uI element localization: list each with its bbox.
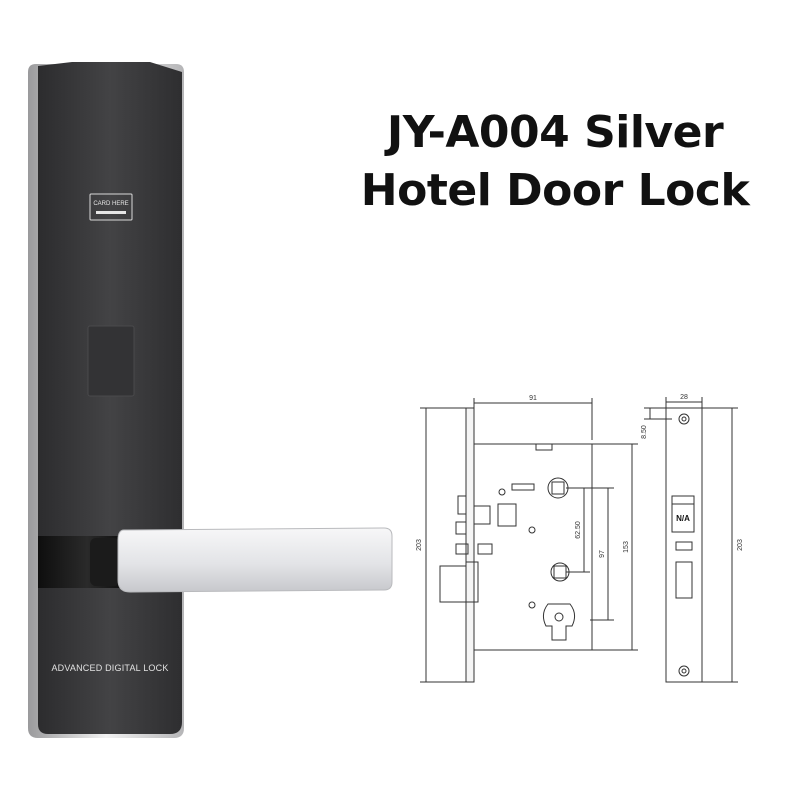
spindle-hole-top (547, 477, 569, 499)
dim-91: 91 (529, 395, 537, 402)
key-cover (87, 325, 135, 397)
dim-203-left: 203 (416, 539, 423, 551)
faceplate-drawing (644, 397, 738, 683)
mortise-dimension-labels: 91 203 62.50 97 153 (416, 395, 630, 558)
mortise-drawing (420, 398, 638, 683)
dim-62-50: 62.50 (575, 521, 582, 539)
faceplate-dimension-labels: 28 8.50 203 N/A (641, 394, 744, 551)
card-slot-indicator (96, 211, 126, 214)
card-here-label: CARD HERE (93, 201, 128, 207)
na-label: N/A (676, 514, 690, 523)
lock-panel: CARD HERE ADVANCED DIGITAL LOCK (28, 62, 393, 738)
dim-153: 153 (623, 541, 630, 553)
advanced-digital-lock-label: ADVANCED DIGITAL LOCK (51, 663, 168, 673)
dim-8-50: 8.50 (641, 425, 648, 439)
deadbolt (439, 565, 467, 603)
cylinder-hole (542, 603, 576, 641)
handle-rose (90, 538, 120, 586)
panel-face (38, 62, 182, 734)
product-title: JY-A004 Silver Hotel Door Lock (330, 104, 780, 220)
dim-28: 28 (680, 394, 688, 401)
title-line-2: Hotel Door Lock (360, 165, 750, 216)
lever-handle[interactable] (117, 527, 393, 593)
mortise-case (473, 443, 593, 651)
mortise-front-plate (465, 407, 475, 683)
dim-203-right: 203 (737, 539, 744, 551)
title-line-1: JY-A004 Silver (386, 107, 724, 158)
faceplate-outline (665, 407, 703, 683)
card-reader-window (89, 193, 133, 221)
dim-97: 97 (599, 550, 606, 558)
